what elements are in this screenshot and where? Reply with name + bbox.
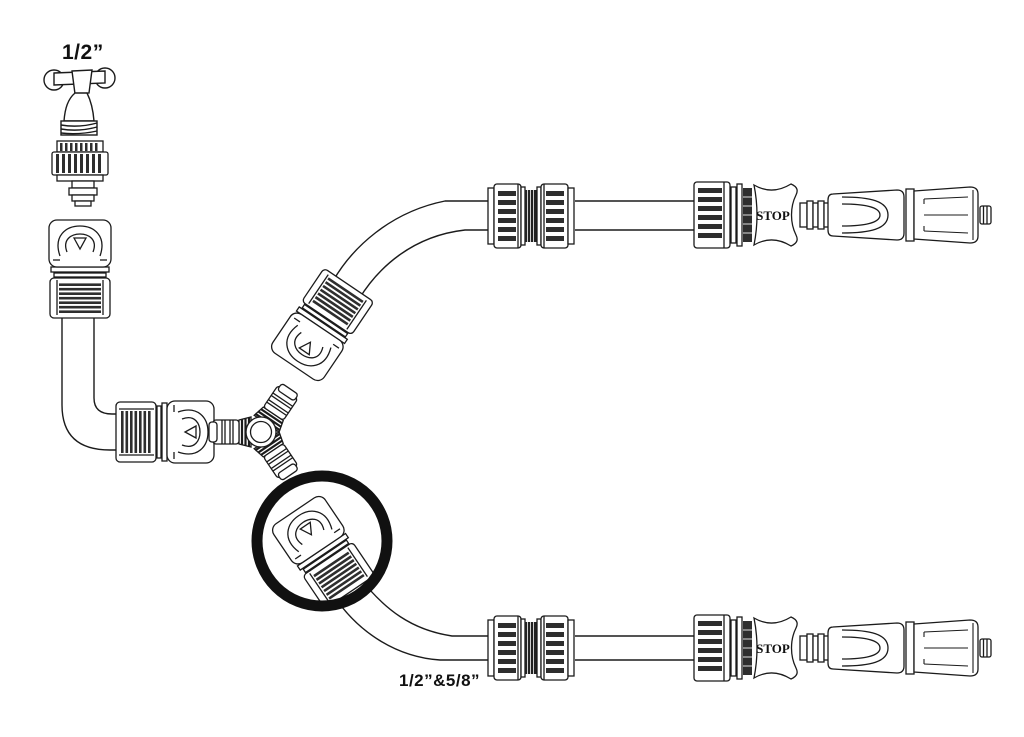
water-stop-connector-top: STOP [693,181,798,249]
hose-left [61,310,118,451]
elbow-hose-connector [115,400,215,464]
hose-joiner-bottom [487,615,575,681]
branch-hose-connector [267,267,376,385]
hose-top-branch [332,200,695,300]
tap-connector-outlet [71,180,95,189]
tap-size-label: 1/2” [62,41,104,64]
hose-connector-tap-side [48,219,112,319]
y-arm-left [207,415,253,449]
stop-label-bottom: STOP [756,641,790,656]
hose-size-label: 1/2”&5/8” [399,671,480,690]
highlight-circle [251,470,393,612]
tap-handle-hub [71,69,93,95]
water-stop-connector-bottom: STOP [693,614,798,682]
tap [43,67,116,136]
tap-connector [51,140,109,207]
spray-nozzle-bottom [799,619,992,677]
spray-nozzle-top [799,186,992,244]
stop-label-top: STOP [756,208,790,223]
tap-body [63,92,95,122]
three-way-y-connector [207,379,304,485]
hose-joiner-top [487,183,575,249]
